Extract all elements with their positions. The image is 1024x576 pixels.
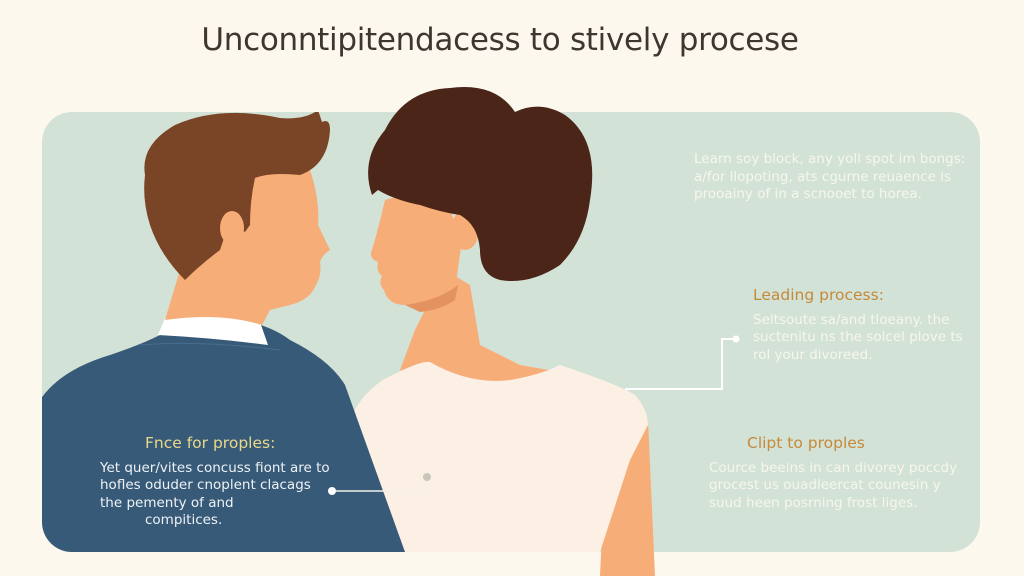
man-jacket [42,320,405,552]
woman-hair [368,87,593,281]
note-leading-process-heading: Leading process: [753,286,884,304]
note-top-right-body: Learn soy block, any yoll spot im bongs:… [694,151,966,202]
woman-face [370,185,462,305]
connector-right [625,335,740,390]
connector-left [328,473,431,495]
note-bottom-right-body: Cource beeins in can divorey poccdy groc… [709,459,958,511]
man-face [165,170,330,325]
note-leading-process: Leading process: Seltsoute sa/and tloean… [753,286,973,364]
woman-figure [350,87,655,576]
man-hair [144,112,330,280]
note-top-right: Learn soy block, any yoll spot im bongs:… [694,151,974,204]
page-title: Unconntipitendacess to stively procese [201,22,799,58]
note-bottom-left-body: Yet quer/vites concuss fiont are to hofl… [100,459,330,511]
note-bottom-left: Fnce for proples: Yet quer/vites concuss… [100,434,330,530]
woman-top [350,361,648,552]
note-bottom-right-heading: Clipt to proples [747,434,865,452]
note-leading-process-body: Seltsoute sa/and tloeany. the suctenitu … [753,311,963,363]
note-bottom-left-body-last: compitices. [145,512,223,528]
note-bottom-right: Clipt to proples Cource beeins in can di… [709,434,969,512]
jacket-seam [139,342,281,351]
man-collar [158,315,268,345]
woman-jaw-shadow [405,285,458,312]
man-figure [42,112,405,552]
note-bottom-left-heading: Fnce for proples: [145,434,276,452]
man-ear [220,211,244,245]
